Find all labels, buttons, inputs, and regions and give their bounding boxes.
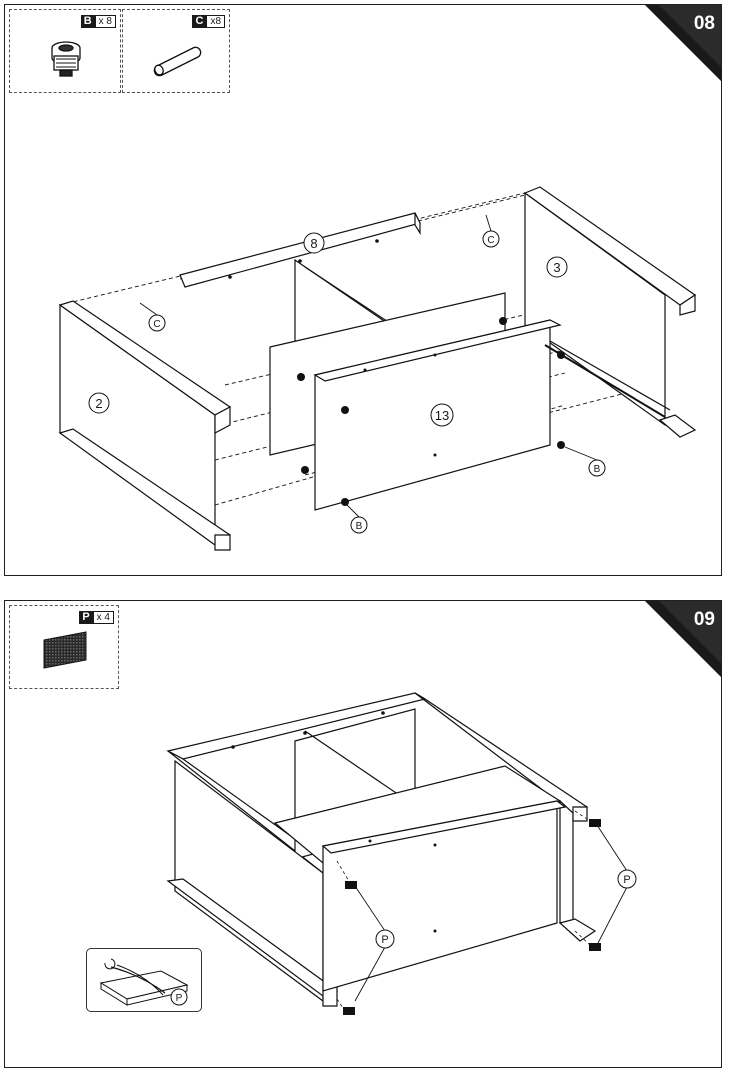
step-number: 09 xyxy=(693,609,715,630)
step-number: 08 xyxy=(693,13,715,34)
callout-panel-2: 2 xyxy=(95,396,102,411)
felt-pad-icon xyxy=(43,631,87,669)
callout-pad: P xyxy=(381,934,388,946)
part-p-box: P x 4 xyxy=(9,605,119,689)
step-08-drawing: 8 2 3 13 C C B B xyxy=(58,186,697,551)
part-quantity: x 4 xyxy=(92,611,114,624)
wooden-dowel-icon xyxy=(153,46,202,77)
callout-panel-3: 3 xyxy=(553,260,560,275)
part-quantity: x 8 xyxy=(94,15,116,28)
part-letter: P xyxy=(79,611,93,624)
callout-panel-8: 8 xyxy=(310,236,317,251)
callout-pad: P xyxy=(176,993,183,1004)
pad-application-inset: P xyxy=(86,948,202,1012)
part-c-box: C x8 xyxy=(122,9,230,93)
part-letter: C xyxy=(192,15,207,28)
callout-pad: P xyxy=(623,874,630,886)
part-p-label: P x 4 xyxy=(79,611,114,624)
callout-cam: B xyxy=(594,464,601,475)
step-08-panel: B x 8 C x8 08 xyxy=(4,4,722,576)
part-b-label: B x 8 xyxy=(80,15,116,28)
callout-dowel: C xyxy=(153,319,160,330)
step-09-panel: P x 4 09 xyxy=(4,600,722,1068)
callout-dowel: C xyxy=(487,235,494,246)
part-letter: B xyxy=(80,15,95,28)
step-09-drawing: P P xyxy=(166,692,637,1015)
step-number-badge xyxy=(645,5,721,81)
part-b-box: B x 8 xyxy=(9,9,121,93)
peel-arrow-icon xyxy=(104,958,116,970)
part-quantity: x8 xyxy=(206,15,225,28)
inset-drawing: P xyxy=(99,958,189,1006)
step-number-badge xyxy=(645,601,721,677)
callout-panel-13: 13 xyxy=(435,408,449,423)
cam-lock-icon xyxy=(51,41,81,77)
callout-cam: B xyxy=(356,521,363,532)
part-c-label: C x8 xyxy=(192,15,225,28)
